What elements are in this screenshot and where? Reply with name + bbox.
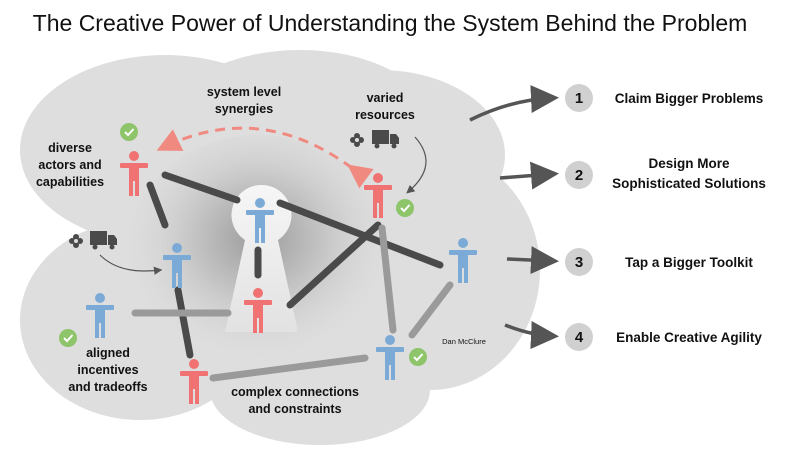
connections-label: complex connections xyxy=(231,385,359,399)
outcome-text: Enable Creative Agility xyxy=(616,330,762,345)
truck-icon xyxy=(372,130,399,149)
check-icon xyxy=(59,329,77,347)
connector xyxy=(146,181,169,229)
resources-label: varied xyxy=(367,91,404,105)
checks xyxy=(59,123,427,366)
resources-label: resources xyxy=(355,108,415,122)
incentives-label: incentives xyxy=(77,363,138,377)
check-icon xyxy=(120,123,138,141)
connector xyxy=(174,286,194,359)
arrow-icon xyxy=(469,85,559,122)
page-title: The Creative Power of Understanding the … xyxy=(33,10,748,36)
outcome-text: Tap a Bigger Toolkit xyxy=(625,255,753,270)
outcome-item: 4 Enable Creative Agility xyxy=(565,323,762,351)
flower-icon xyxy=(350,133,364,147)
outcome-text: Design More xyxy=(648,156,730,171)
outcome-text: Sophisticated Solutions xyxy=(612,176,766,191)
connector xyxy=(378,224,397,334)
connections xyxy=(131,171,454,382)
check-icon xyxy=(409,348,427,366)
actors-label: capabilities xyxy=(36,175,104,189)
outcome-item: 2 Design More Sophisticated Solutions xyxy=(565,156,766,191)
cloud-labels: system level synergies varied resources … xyxy=(36,85,486,416)
resource-arrow xyxy=(99,254,163,275)
incentives-label: aligned xyxy=(86,346,130,360)
outcome-text: Claim Bigger Problems xyxy=(615,91,764,106)
connector xyxy=(276,199,444,269)
synergies-label: system level xyxy=(207,85,281,99)
actors-label: diverse xyxy=(48,141,92,155)
credit-label: Dan McClure xyxy=(442,337,486,346)
connections-label: and constraints xyxy=(248,402,341,416)
outcome-number: 3 xyxy=(575,254,583,271)
outcome-arrows xyxy=(469,85,559,350)
outcome-number: 1 xyxy=(575,90,583,107)
resource-arrow xyxy=(406,136,427,194)
arrow-icon xyxy=(499,161,559,190)
outcomes: 1 Claim Bigger Problems 2 Design More So… xyxy=(565,84,766,351)
synergies-label: synergies xyxy=(215,102,273,116)
truck-icon xyxy=(90,231,117,250)
connector xyxy=(286,221,382,309)
outcome-item: 1 Claim Bigger Problems xyxy=(565,84,763,112)
flower-icon xyxy=(69,234,83,248)
arrow-icon xyxy=(506,246,559,275)
synergy-arrow xyxy=(156,126,374,189)
arrow-icon xyxy=(504,321,559,350)
incentives-label: and tradeoffs xyxy=(68,380,147,394)
resource-icons xyxy=(69,130,399,250)
outcome-number: 2 xyxy=(575,167,583,184)
connector xyxy=(209,354,369,382)
actors-label: actors and xyxy=(38,158,101,172)
check-icon xyxy=(396,199,414,217)
outcome-item: 3 Tap a Bigger Toolkit xyxy=(565,248,753,276)
connector xyxy=(408,281,454,339)
outcome-number: 4 xyxy=(575,329,584,346)
